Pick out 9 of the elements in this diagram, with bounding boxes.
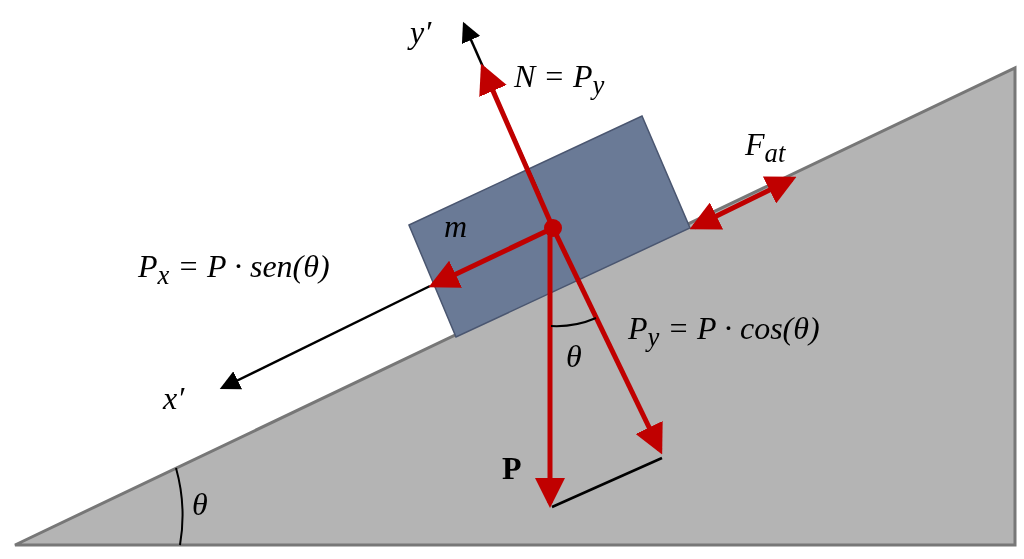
force-label: N = P$_{y}$ (514, 60, 605, 100)
angle-label: θ (192, 488, 208, 520)
force-label: P (502, 452, 522, 484)
mass-label: m (444, 210, 468, 242)
force-label: F$_{at}$ (745, 128, 786, 168)
axis-label: x′ (163, 382, 185, 414)
force-label: P$_{y}$ = P · cos(θ) (628, 312, 820, 352)
angle-label: θ (566, 340, 582, 372)
force-label: P$_{x}$ = P · sen(θ) (138, 250, 330, 290)
